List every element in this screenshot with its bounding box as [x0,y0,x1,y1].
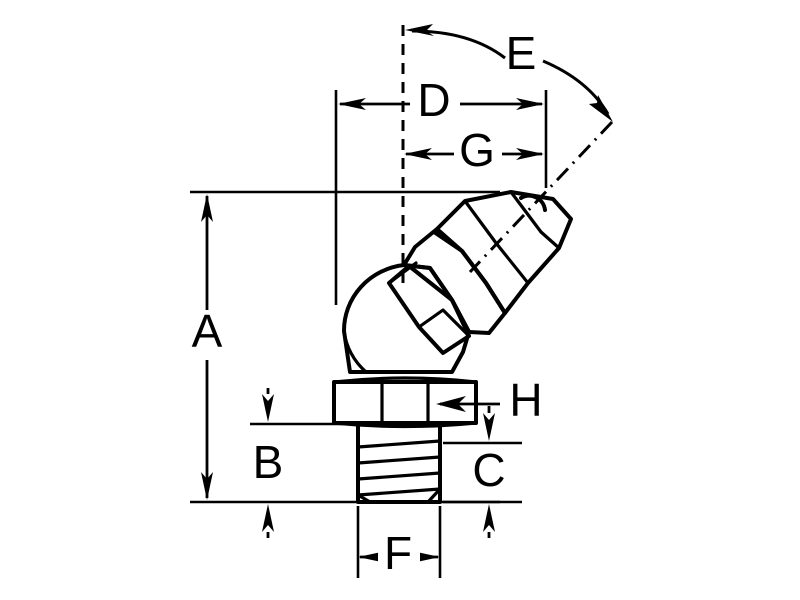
dimension-A-arrow-top [201,194,213,222]
barrel-facet-line-1 [463,199,498,245]
thread-profile-lines [356,439,442,497]
dimension-D-label-mask [410,82,460,126]
dimension-B-arrow-bottom [262,504,274,532]
dimension-G-arrow-left [404,148,432,160]
collar-inner-edge [417,308,471,338]
dimension-H: H [436,374,543,426]
dimension-F-label-mask [378,535,420,579]
dimension-D: D [334,74,548,305]
dimension-B-label: B [253,436,284,488]
dimension-B: B [250,388,360,538]
dimension-C: C [443,406,522,538]
dimension-C-arrow-bottom [483,504,495,532]
ball-check-tip [519,193,547,212]
barrel-facet-line-4 [539,230,561,250]
dimension-A-arrow-bottom [201,472,213,500]
dimension-D-arrow-right [516,98,544,110]
dimension-C-label: C [472,444,505,496]
dimension-F-label: F [384,527,412,579]
dimension-G-label: G [459,124,495,176]
grease-fitting-part [332,190,573,504]
dimension-E-arrow-left [405,24,434,36]
dimension-D-arrow-left [338,98,366,110]
body-lower-left-arc [342,329,368,374]
dimension-G-arrow-right [516,148,544,160]
dimension-E-label: E [506,27,537,79]
dimension-H-arrow [436,396,466,412]
dimension-A-label: A [192,305,223,357]
dimension-B-arrow-top [262,394,274,422]
dimension-G: G [404,124,544,176]
barrel-facet-line-2 [494,241,530,285]
dimension-H-label: H [509,374,542,426]
hex-top-chamfer [332,376,478,384]
dimension-E-arrow-right [589,95,613,122]
dimension-C-arrow-top [483,413,495,441]
dimension-G-label-mask [454,132,502,176]
dimension-D-label: D [417,74,450,126]
dimension-F: F [356,506,442,579]
barrel-facet-line-3 [509,190,543,234]
dimension-E-arc-left [411,29,506,60]
dimension-E: E [405,24,613,122]
